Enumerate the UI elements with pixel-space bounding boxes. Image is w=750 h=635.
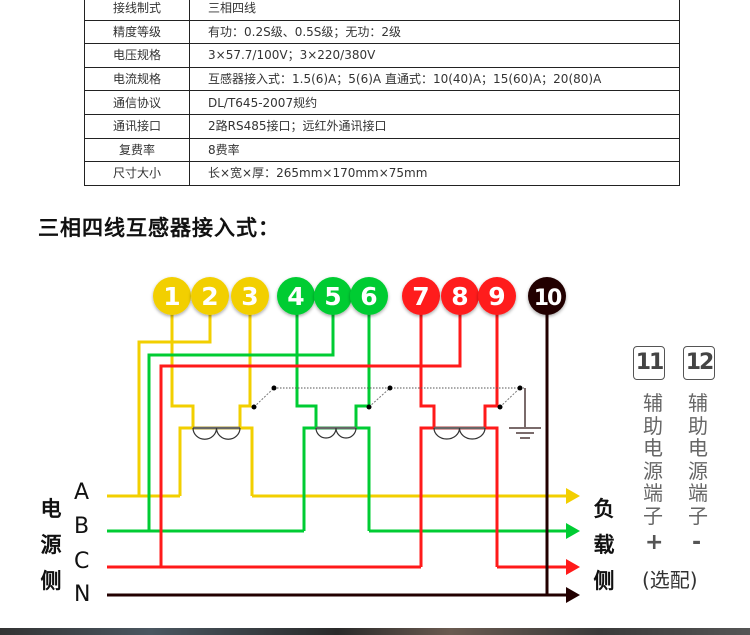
aux-minus-sign: - <box>692 530 702 555</box>
aux-char: 电 <box>688 436 708 460</box>
table-row: 尺寸大小长×宽×厚：265mm×170mm×75mm <box>84 161 680 186</box>
load-side-char: 侧 <box>593 569 615 593</box>
arrow-a-icon <box>566 488 580 504</box>
neutral-wiring <box>107 310 566 597</box>
phase-label-a: A <box>74 480 90 505</box>
spec-value: DL/T645-2007规约 <box>189 90 680 115</box>
aux-char: 辅 <box>643 391 663 415</box>
terminal-8 <box>441 277 479 315</box>
aux-char: 端 <box>643 481 663 505</box>
terminal-label: 8 <box>451 282 468 311</box>
terminal-6 <box>350 277 388 315</box>
source-side-label: 电 源 侧 <box>38 491 64 599</box>
table-row: 接线制式三相四线 <box>84 0 680 21</box>
spec-key: 复费率 <box>84 137 190 163</box>
phase-label-b: B <box>74 514 90 539</box>
arrow-b-icon <box>566 523 580 539</box>
bottom-image-edge <box>0 628 750 635</box>
spec-key: 电流规格 <box>84 66 190 92</box>
phase-b-wiring <box>107 310 566 533</box>
aux-terminal-12: 12 <box>683 346 715 380</box>
spec-value: 8费率 <box>189 137 680 163</box>
terminal-label: 1 <box>163 282 180 311</box>
aux-plus-sign: + <box>645 530 664 555</box>
spec-key: 通讯接口 <box>84 113 190 139</box>
load-side-label: 负 载 侧 <box>591 491 617 599</box>
terminal-5 <box>314 277 352 315</box>
aux-char: 子 <box>643 503 663 528</box>
terminal-4 <box>277 277 315 315</box>
spec-key: 精度等级 <box>84 19 190 45</box>
terminal-10 <box>528 277 566 315</box>
ct-coils <box>192 426 486 440</box>
terminal-3 <box>231 277 269 315</box>
terminal-label: 9 <box>488 282 505 311</box>
spec-value: 3×57.7/100V；3×220/380V <box>189 43 680 68</box>
phase-c-wiring <box>107 310 566 569</box>
spec-value: 三相四线 <box>189 0 680 21</box>
terminal-label: 6 <box>360 282 377 311</box>
terminal-9 <box>478 277 516 315</box>
table-row: 精度等级有功：0.2S级、0.5S级；无功：2级 <box>84 19 680 45</box>
ground-icon <box>509 388 541 439</box>
spec-value: 2路RS485接口；远红外通讯接口 <box>189 113 680 139</box>
source-side-char: 侧 <box>40 569 62 593</box>
terminal-label: 5 <box>324 282 341 311</box>
phase-label-n: N <box>74 582 91 607</box>
aux-terminal-11: 11 <box>633 346 665 380</box>
aux-char: 电 <box>643 436 663 460</box>
spec-key: 电压规格 <box>84 43 190 68</box>
spec-key: 通信协议 <box>84 90 190 115</box>
terminal-7 <box>402 277 440 315</box>
aux-terminal-12-desc: 辅 助 电 源 端 子 <box>686 392 710 527</box>
aux-char: 源 <box>643 458 663 483</box>
terminal-2 <box>191 277 229 315</box>
ct-switches <box>251 385 524 410</box>
optional-note: (选配) <box>642 568 698 592</box>
table-row: 电流规格互感器接入式：1.5(6)A；5(6)A 直通式：10(40)A；15(… <box>84 66 680 92</box>
spec-value: 互感器接入式：1.5(6)A；5(6)A 直通式：10(40)A；15(60)A… <box>189 66 680 92</box>
spec-value: 长×宽×厚：265mm×170mm×75mm <box>189 161 680 186</box>
aux-char: 助 <box>643 413 663 438</box>
arrow-c-icon <box>566 559 580 575</box>
terminal-1 <box>153 277 191 315</box>
aux-terminal-11-desc: 辅 助 电 源 端 子 <box>641 392 665 527</box>
arrow-n-icon <box>566 587 580 603</box>
section-title: 三相四线互感器接入式： <box>38 216 280 240</box>
spec-key: 尺寸大小 <box>84 161 190 186</box>
aux-char: 辅 <box>688 391 708 415</box>
load-side-char: 载 <box>593 533 615 557</box>
terminal-label: 4 <box>287 282 304 311</box>
aux-char: 助 <box>688 413 708 438</box>
source-side-char: 源 <box>40 533 62 557</box>
spec-key: 接线制式 <box>84 0 190 21</box>
aux-char: 源 <box>688 458 708 483</box>
aux-char: 子 <box>688 503 708 528</box>
phase-label-c: C <box>74 549 90 574</box>
spec-value: 有功：0.2S级、0.5S级；无功：2级 <box>189 19 680 45</box>
aux-char: 端 <box>688 481 708 505</box>
terminal-label: 3 <box>241 282 258 311</box>
load-side-char: 负 <box>593 497 615 521</box>
terminal-label: 7 <box>412 282 429 311</box>
source-side-char: 电 <box>40 497 62 521</box>
terminal-label: 10 <box>534 286 562 311</box>
terminal-label: 2 <box>201 282 218 311</box>
